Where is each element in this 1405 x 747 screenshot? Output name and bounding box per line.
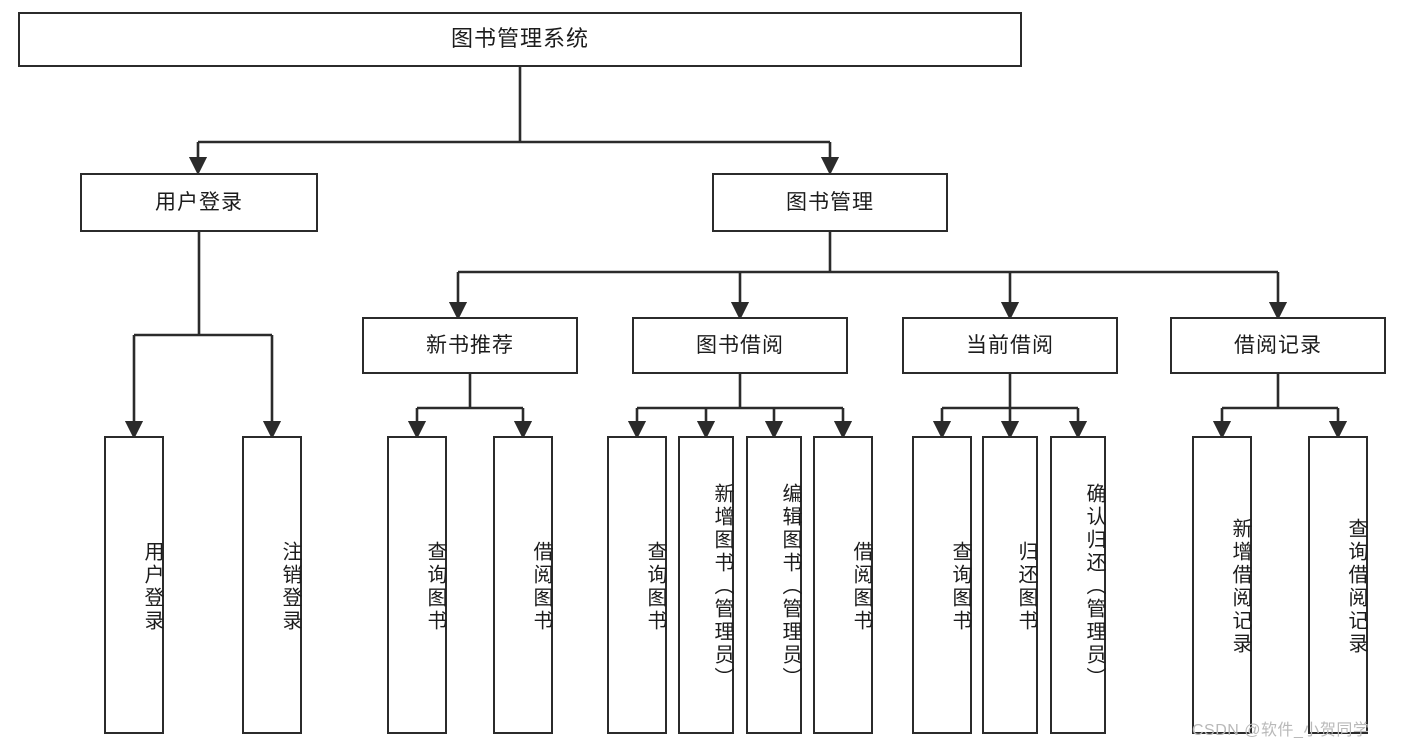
node-label: 借阅图书	[530, 541, 552, 633]
leaf-user-login-login[interactable]: 用户登录	[104, 436, 164, 734]
node-new-book-recommend[interactable]: 新书推荐	[362, 317, 578, 374]
leaf-current-borrow-query-book[interactable]: 查询图书	[912, 436, 972, 734]
leaf-book-borrow-query-book[interactable]: 查询图书	[607, 436, 667, 734]
node-label: 查询借阅记录	[1345, 517, 1367, 656]
leaf-book-borrow-edit-book-admin[interactable]: 编辑图书（管理员）	[746, 436, 802, 734]
node-label: 查询图书	[949, 541, 971, 633]
node-label: 新增借阅记录	[1229, 517, 1251, 656]
leaf-book-borrow-borrow-book[interactable]: 借阅图书	[813, 436, 873, 734]
node-label: 用户登录	[141, 541, 163, 633]
node-label: 图书借阅	[696, 333, 784, 357]
node-label: 借阅记录	[1234, 333, 1322, 357]
node-label: 确认归还（管理员）	[1083, 483, 1105, 690]
node-label: 图书管理系统	[450, 26, 589, 52]
leaf-new-book-borrow-book[interactable]: 借阅图书	[493, 436, 553, 734]
node-label: 新增图书（管理员）	[711, 483, 733, 690]
node-label: 编辑图书（管理员）	[779, 483, 801, 690]
leaf-new-book-query-book[interactable]: 查询图书	[387, 436, 447, 734]
node-label: 新书推荐	[426, 333, 514, 357]
node-label: 注销登录	[279, 541, 301, 633]
leaf-borrow-record-add-record[interactable]: 新增借阅记录	[1192, 436, 1252, 734]
leaf-book-borrow-add-book-admin[interactable]: 新增图书（管理员）	[678, 436, 734, 734]
leaf-user-login-logout[interactable]: 注销登录	[242, 436, 302, 734]
node-label: 借阅图书	[850, 541, 872, 633]
leaf-borrow-record-query-record[interactable]: 查询借阅记录	[1308, 436, 1368, 734]
node-label: 查询图书	[424, 541, 446, 633]
node-label: 当前借阅	[966, 333, 1054, 357]
node-label: 查询图书	[644, 541, 666, 633]
leaf-current-borrow-confirm-return-admin[interactable]: 确认归还（管理员）	[1050, 436, 1106, 734]
leaf-current-borrow-return-book[interactable]: 归还图书	[982, 436, 1038, 734]
node-label: 用户登录	[155, 190, 243, 214]
node-book-borrow[interactable]: 图书借阅	[632, 317, 848, 374]
node-book-management[interactable]: 图书管理	[712, 173, 948, 232]
csdn-watermark: CSDN @软件_小贺同学	[1192, 722, 1370, 739]
node-root-book-management-system[interactable]: 图书管理系统	[18, 12, 1022, 67]
node-current-borrow[interactable]: 当前借阅	[902, 317, 1118, 374]
node-borrow-record[interactable]: 借阅记录	[1170, 317, 1386, 374]
node-label: 图书管理	[786, 190, 874, 214]
node-label: 归还图书	[1015, 541, 1037, 633]
node-user-login[interactable]: 用户登录	[80, 173, 318, 232]
